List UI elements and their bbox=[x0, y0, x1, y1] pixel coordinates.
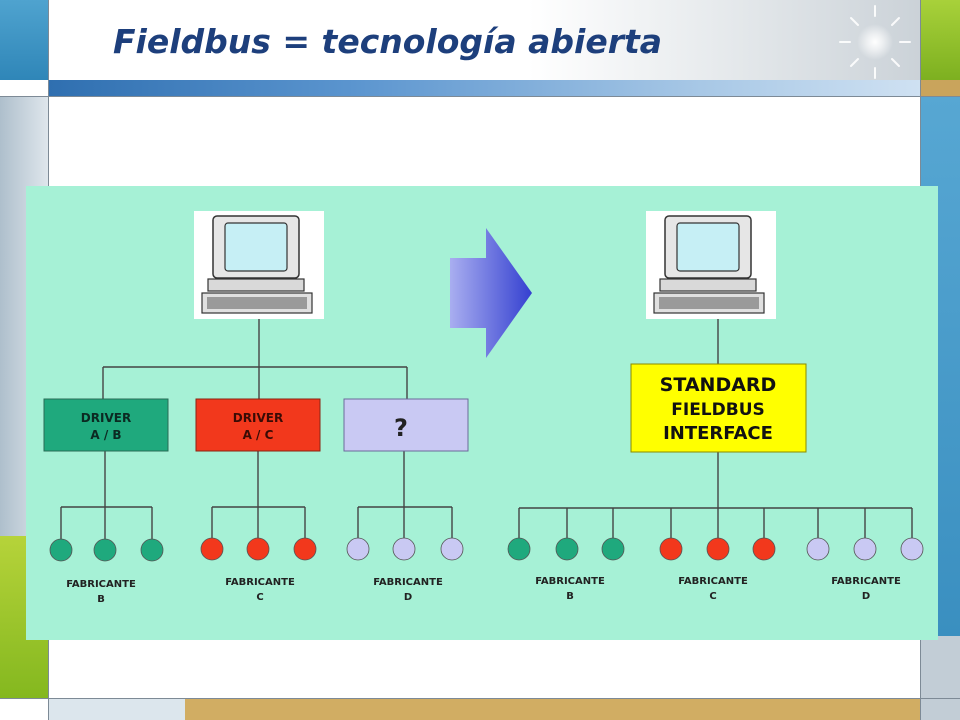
driver-box-ac: DRIVER A / C bbox=[195, 398, 321, 452]
device-node bbox=[440, 537, 464, 561]
device-node bbox=[293, 537, 317, 561]
left-manufacturer-c-letter: C bbox=[256, 592, 263, 603]
driver-box-ab: DRIVER A / B bbox=[43, 398, 169, 452]
driver-ab-label-line1: DRIVER bbox=[81, 411, 131, 425]
driver-ac-label-line2: A / C bbox=[243, 428, 274, 442]
right-manufacturer-c-letter: C bbox=[709, 591, 716, 602]
device-node bbox=[140, 538, 164, 562]
device-node bbox=[200, 537, 224, 561]
left-manufacturer-d-label: FABRICANTE bbox=[373, 577, 443, 588]
footer-line bbox=[0, 698, 960, 699]
left-manufacturer-c-label: FABRICANTE bbox=[225, 577, 295, 588]
standard-fieldbus-interface-box: STANDARD FIELDBUS INTERFACE bbox=[630, 363, 807, 453]
driver-unknown-label: ? bbox=[394, 414, 408, 442]
left-computer-icon bbox=[194, 211, 324, 319]
device-node bbox=[555, 537, 579, 561]
device-node bbox=[601, 537, 625, 561]
left-blue-band bbox=[0, 0, 48, 80]
fieldbus-diagram: DRIVER A / B DRIVER A / C ? STANDARD FIE… bbox=[26, 186, 938, 640]
device-node bbox=[752, 537, 776, 561]
right-manufacturer-d-letter: D bbox=[862, 591, 870, 602]
device-node bbox=[507, 537, 531, 561]
right-gray-band bbox=[921, 636, 960, 720]
right-gold-band bbox=[921, 80, 960, 96]
device-node bbox=[49, 538, 73, 562]
left-manufacturer-b-letter: B bbox=[97, 594, 105, 605]
sparkle-icon bbox=[839, 5, 911, 79]
footer-left-bar bbox=[49, 699, 185, 720]
device-node bbox=[246, 537, 270, 561]
right-green-band bbox=[921, 0, 960, 80]
right-computer-icon bbox=[646, 211, 776, 319]
device-node bbox=[392, 537, 416, 561]
right-manufacturer-b-label: FABRICANTE bbox=[535, 576, 605, 587]
interface-line1: STANDARD bbox=[660, 374, 777, 396]
device-node bbox=[346, 537, 370, 561]
left-device-nodes bbox=[49, 537, 464, 562]
device-node bbox=[659, 537, 683, 561]
header-background bbox=[49, 0, 920, 80]
left-connection-lines bbox=[60, 319, 453, 540]
driver-box-unknown: ? bbox=[343, 398, 469, 452]
header-gradient-bar bbox=[49, 80, 920, 96]
right-manufacturer-c-label: FABRICANTE bbox=[678, 576, 748, 587]
device-node bbox=[853, 537, 877, 561]
slide-title: Fieldbus = tecnología abierta bbox=[113, 22, 663, 61]
left-manufacturer-d-letter: D bbox=[404, 592, 412, 603]
left-manufacturer-b-label: FABRICANTE bbox=[66, 579, 136, 590]
driver-ab-label-line2: A / B bbox=[90, 428, 121, 442]
transition-arrow-icon bbox=[450, 228, 532, 358]
interface-line3: INTERFACE bbox=[663, 423, 773, 444]
device-node bbox=[706, 537, 730, 561]
interface-line2: FIELDBUS bbox=[671, 400, 765, 420]
right-manufacturer-d-label: FABRICANTE bbox=[831, 576, 901, 587]
right-device-nodes bbox=[507, 537, 924, 561]
device-node bbox=[93, 538, 117, 562]
right-connection-lines bbox=[518, 319, 913, 540]
device-node bbox=[900, 537, 924, 561]
footer-gold-bar bbox=[185, 699, 920, 720]
right-manufacturer-b-letter: B bbox=[566, 591, 574, 602]
driver-ac-label-line1: DRIVER bbox=[233, 411, 283, 425]
header-divider-line bbox=[0, 96, 960, 97]
device-node bbox=[806, 537, 830, 561]
